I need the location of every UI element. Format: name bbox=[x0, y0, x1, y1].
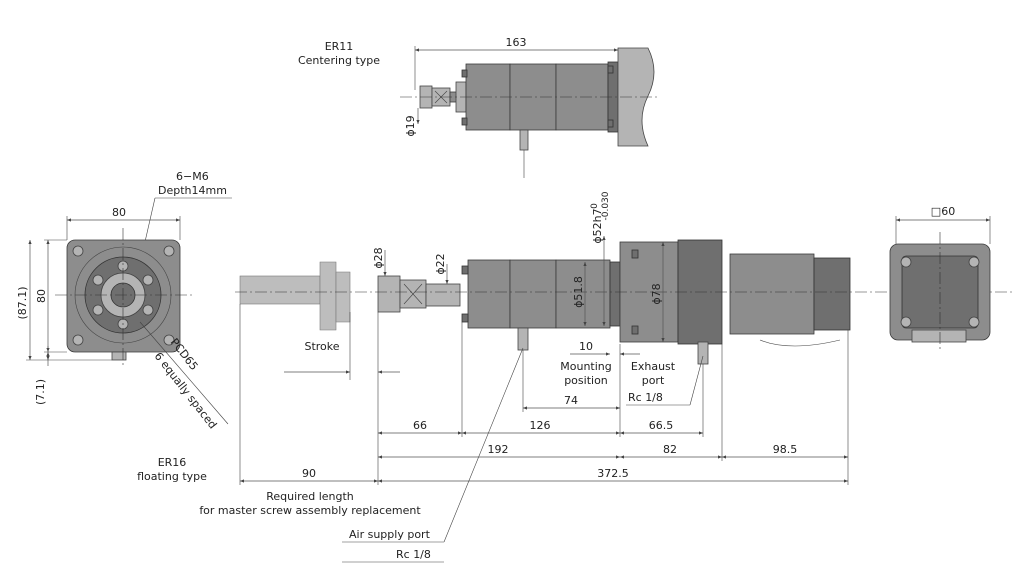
side-nut-cross-b bbox=[403, 283, 423, 305]
er11-bolt bbox=[607, 119, 614, 128]
side-dia-52: ϕ52h7 bbox=[591, 208, 604, 243]
corner-hole bbox=[72, 245, 84, 257]
side-exhaust-thread: Rc 1/8 bbox=[628, 391, 663, 404]
er16-subtitle: floating type bbox=[137, 470, 207, 483]
side-dim-192: 192 bbox=[488, 443, 509, 456]
er11-bolt bbox=[461, 69, 468, 78]
pcd-leader bbox=[139, 321, 229, 425]
side-air-supply-port: Air supply port bbox=[349, 528, 431, 541]
side-body-rear bbox=[555, 259, 611, 329]
side-collet bbox=[377, 275, 401, 313]
side-dim-74: 74 bbox=[564, 394, 578, 407]
rear-square: □60 bbox=[931, 205, 955, 218]
bolt-hole bbox=[142, 274, 154, 286]
er16-title: ER16 bbox=[158, 456, 187, 469]
side-encoder bbox=[813, 257, 851, 331]
corner-hole bbox=[163, 245, 175, 257]
front-view: 6−M6 Depth14mm 80 80 bbox=[16, 170, 232, 431]
air-fitting bbox=[517, 327, 529, 351]
er11-bolt bbox=[461, 117, 468, 126]
exhaust-leader bbox=[689, 355, 704, 406]
side-dia-22: ϕ22 bbox=[434, 253, 447, 274]
rear-connector bbox=[911, 329, 967, 343]
side-bolt bbox=[461, 265, 469, 275]
side-bolt bbox=[461, 313, 469, 323]
side-dia-78: ϕ78 bbox=[650, 283, 663, 304]
er11-fitting bbox=[519, 129, 529, 151]
front-ref-height: (87.1) bbox=[16, 286, 29, 319]
er11-bolt bbox=[607, 65, 614, 74]
er11-view: ER11 Centering type 163 ϕ19 bbox=[298, 36, 660, 178]
air-leader bbox=[443, 347, 524, 543]
side-stroke: Stroke bbox=[304, 340, 339, 353]
side-body-front bbox=[467, 259, 511, 329]
side-dim-126: 126 bbox=[530, 419, 551, 432]
side-dia-51-8: ϕ51.8 bbox=[572, 276, 585, 308]
side-required-length-2: for master screw assembly replacement bbox=[199, 504, 421, 517]
side-body-mid bbox=[509, 259, 557, 329]
front-height: 80 bbox=[35, 289, 48, 303]
side-dim-90: 90 bbox=[302, 467, 316, 480]
side-exhaust-port-1: Exhaust bbox=[631, 360, 676, 373]
rear-screw bbox=[900, 316, 912, 328]
side-dia-28: ϕ28 bbox=[372, 247, 385, 268]
rear-view: □60 bbox=[889, 205, 991, 352]
side-exhaust-port-2: port bbox=[642, 374, 665, 387]
side-tol-upper: 0 bbox=[590, 203, 600, 209]
side-dim-372-5: 372.5 bbox=[597, 467, 629, 480]
master-screw-tip bbox=[335, 271, 351, 323]
corner-hole bbox=[163, 334, 175, 346]
front-port bbox=[111, 351, 127, 361]
side-dim-82: 82 bbox=[663, 443, 677, 456]
side-spigot bbox=[609, 261, 621, 327]
master-screw-body bbox=[239, 275, 321, 305]
bolt-hole bbox=[92, 274, 104, 286]
side-dim-10: 10 bbox=[579, 340, 593, 353]
bolt-hole bbox=[92, 304, 104, 316]
side-dim-98-5: 98.5 bbox=[773, 443, 798, 456]
side-bolt bbox=[631, 325, 639, 335]
master-screw-head bbox=[319, 261, 337, 331]
front-ref-offset: (7.1) bbox=[34, 379, 47, 405]
exhaust-fitting bbox=[697, 341, 709, 365]
er11-title: ER11 bbox=[325, 40, 354, 53]
side-motor bbox=[729, 253, 815, 335]
side-bolt bbox=[631, 249, 639, 259]
er11-subtitle: Centering type bbox=[298, 54, 380, 67]
side-required-length-1: Required length bbox=[266, 490, 354, 503]
side-dim-66-5: 66.5 bbox=[649, 419, 674, 432]
bolt-hole bbox=[142, 304, 154, 316]
side-dim-66: 66 bbox=[413, 419, 427, 432]
rear-screw bbox=[968, 316, 980, 328]
side-air-thread: Rc 1/8 bbox=[396, 548, 431, 561]
rear-screw bbox=[968, 256, 980, 268]
front-width: 80 bbox=[112, 206, 126, 219]
er11-dim-dia: ϕ19 bbox=[404, 115, 417, 136]
side-mounting-position-1: Mounting bbox=[560, 360, 612, 373]
front-thread-spec: 6−M6 bbox=[176, 170, 209, 183]
side-tol-lower: -0.030 bbox=[601, 191, 611, 220]
side-shaft bbox=[425, 283, 461, 307]
er11-dim-length: 163 bbox=[506, 36, 527, 49]
side-view: ϕ28 ϕ22 ϕ52h7 0 -0.030 ϕ51.8 ϕ78 Stroke … bbox=[137, 191, 1015, 563]
rear-screw bbox=[900, 256, 912, 268]
side-mounting-position-2: position bbox=[564, 374, 608, 387]
corner-hole bbox=[72, 334, 84, 346]
front-thread-depth: Depth14mm bbox=[158, 184, 227, 197]
side-flange bbox=[619, 241, 679, 343]
side-cable bbox=[759, 339, 841, 347]
